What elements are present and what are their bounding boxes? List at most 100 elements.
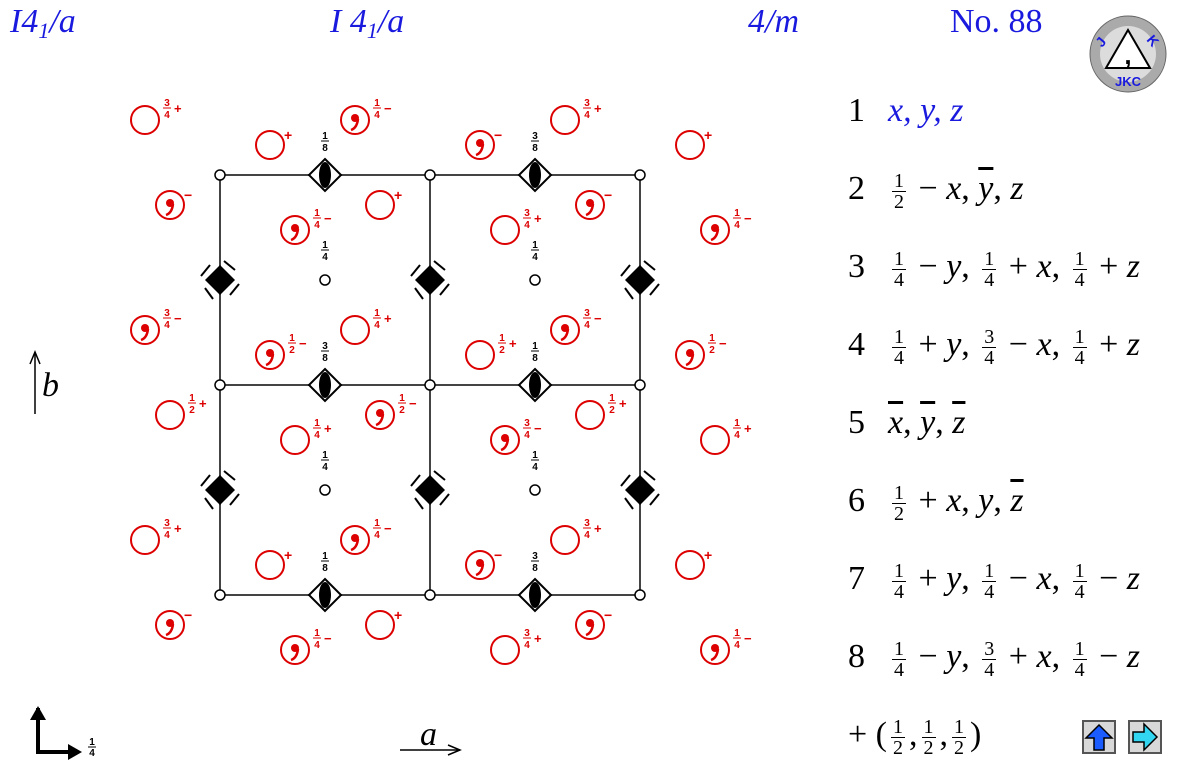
origin-axes-icon xyxy=(30,706,82,760)
position-circle: 12− xyxy=(675,333,727,370)
position-circle: 34 + xyxy=(490,208,542,245)
svg-text:1: 1 xyxy=(734,208,740,219)
svg-text:−: − xyxy=(534,421,542,436)
position-circle: + xyxy=(675,127,712,160)
svg-text:+: + xyxy=(174,101,182,116)
inversion-center xyxy=(529,484,541,496)
inversion-center xyxy=(634,379,646,391)
svg-text:8: 8 xyxy=(322,353,328,364)
svg-text:1: 1 xyxy=(399,393,405,404)
jkc-logo-icon[interactable]: , J K JKC xyxy=(1088,14,1168,94)
svg-text:3: 3 xyxy=(524,208,530,219)
svg-text:2: 2 xyxy=(609,405,615,416)
svg-text:4: 4 xyxy=(164,530,170,541)
svg-text:−: − xyxy=(184,187,192,203)
position-circle: 14 + xyxy=(340,308,392,345)
position-circle: + xyxy=(255,547,292,580)
svg-text:+: + xyxy=(394,187,402,203)
svg-text:3: 3 xyxy=(584,518,590,529)
position-circle: − xyxy=(465,127,502,160)
svg-text:4: 4 xyxy=(524,430,530,441)
inversion-center xyxy=(634,169,646,181)
svg-text:−: − xyxy=(299,336,307,351)
svg-text:+: + xyxy=(384,311,392,326)
svg-text:2: 2 xyxy=(189,405,195,416)
svg-text:+: + xyxy=(704,547,712,563)
svg-text:−: − xyxy=(719,336,727,351)
inversion-axis-4bar: 38 xyxy=(517,551,553,613)
svg-text:1: 1 xyxy=(322,240,328,251)
svg-text:1: 1 xyxy=(709,333,715,344)
position-circle: 12− xyxy=(365,393,417,430)
svg-text:1: 1 xyxy=(734,418,740,429)
svg-text:1: 1 xyxy=(374,308,380,319)
svg-text:4: 4 xyxy=(322,252,328,263)
svg-text:4: 4 xyxy=(314,640,320,651)
svg-text:−: − xyxy=(604,607,612,623)
svg-text:+: + xyxy=(534,631,542,646)
position-circle: 34+ xyxy=(550,518,602,555)
svg-text:+: + xyxy=(284,127,292,143)
svg-text:−: − xyxy=(744,211,752,226)
svg-text:3: 3 xyxy=(322,341,328,352)
b-axis-arrow xyxy=(29,350,41,414)
svg-text:+: + xyxy=(619,396,627,411)
position-circle: 34− xyxy=(490,418,542,455)
svg-text:4: 4 xyxy=(374,320,380,331)
inversion-center xyxy=(319,484,331,496)
svg-text:−: − xyxy=(494,547,502,563)
svg-text:1: 1 xyxy=(499,333,505,344)
svg-text:−: − xyxy=(324,211,332,226)
svg-text:1: 1 xyxy=(322,551,328,562)
up-arrow-button[interactable] xyxy=(1082,720,1116,754)
svg-text:+: + xyxy=(284,547,292,563)
screw-axis-4-1 xyxy=(620,260,660,300)
svg-text:3: 3 xyxy=(164,98,170,109)
svg-text:1: 1 xyxy=(314,208,320,219)
space-group-number: No. 88 xyxy=(950,3,1043,40)
svg-text:+: + xyxy=(594,101,602,116)
position-circle: 12+ xyxy=(575,393,627,430)
position-circle: 14− xyxy=(340,518,392,555)
position-circle: 14− xyxy=(340,98,392,135)
svg-text:4: 4 xyxy=(524,640,530,651)
svg-text:4: 4 xyxy=(734,640,740,651)
position-circle: + xyxy=(365,187,402,220)
svg-text:1: 1 xyxy=(314,628,320,639)
svg-text:4: 4 xyxy=(374,530,380,541)
screw-axis-4-1 xyxy=(620,470,660,510)
svg-text:4: 4 xyxy=(314,430,320,441)
svg-text:3: 3 xyxy=(532,131,538,142)
svg-text:1: 1 xyxy=(374,98,380,109)
inversion-axis-4bar: 18 xyxy=(307,551,343,613)
position-circle: 34+ xyxy=(490,628,542,665)
b-axis-label: b xyxy=(42,367,59,404)
svg-text:−: − xyxy=(594,311,602,326)
svg-text:−: − xyxy=(744,631,752,646)
svg-text:1: 1 xyxy=(89,737,95,748)
svg-text:4: 4 xyxy=(164,110,170,121)
svg-text:4: 4 xyxy=(374,110,380,121)
svg-text:4: 4 xyxy=(734,220,740,231)
svg-text:4: 4 xyxy=(532,462,538,473)
svg-text:+: + xyxy=(704,127,712,143)
svg-text:+: + xyxy=(534,211,542,226)
svg-text:3: 3 xyxy=(584,98,590,109)
svg-text:−: − xyxy=(384,521,392,536)
svg-text:4: 4 xyxy=(524,220,530,231)
position-circle: 34− xyxy=(550,308,602,345)
svg-text:1: 1 xyxy=(374,518,380,529)
svg-text:1: 1 xyxy=(734,628,740,639)
inversion-center xyxy=(634,589,646,601)
svg-text:8: 8 xyxy=(532,353,538,364)
screw-axis-4-1 xyxy=(410,260,450,300)
svg-text:+: + xyxy=(744,421,752,436)
svg-text:3: 3 xyxy=(584,308,590,319)
position-circle: + xyxy=(365,607,402,640)
next-arrow-button[interactable] xyxy=(1128,720,1162,754)
